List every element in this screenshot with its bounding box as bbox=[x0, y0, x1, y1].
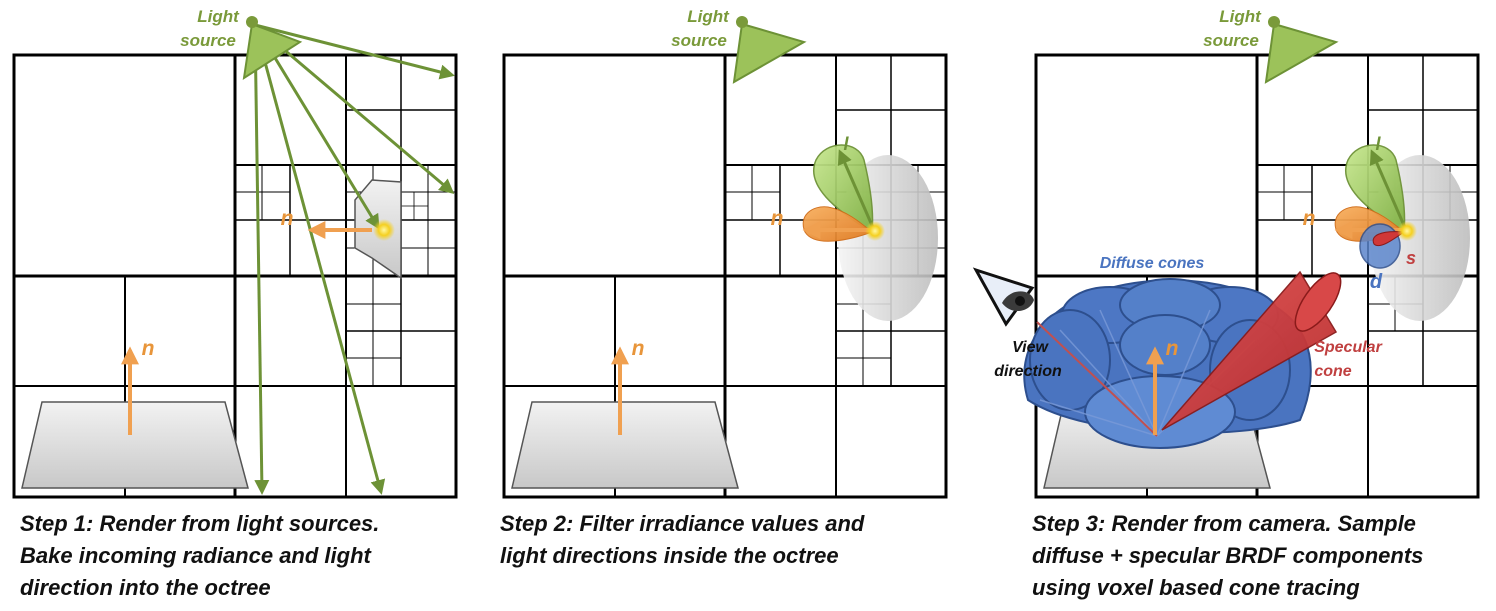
caption-step-1: Step 1: Render from light sources. Bake … bbox=[20, 508, 379, 604]
specular-cone-label-line1: Specular bbox=[1314, 339, 1382, 356]
glow-icon bbox=[1397, 221, 1417, 241]
view-direction-line bbox=[1036, 321, 1158, 437]
light-source-icon bbox=[242, 16, 303, 81]
light-lobe-label: l bbox=[1375, 134, 1381, 154]
caption-line: diffuse + specular BRDF components bbox=[1032, 543, 1424, 568]
light-source-label-line2: source bbox=[671, 31, 727, 50]
caption-line: direction into the octree bbox=[20, 575, 271, 600]
light-direction-lobe bbox=[1345, 144, 1406, 234]
light-source-label-line2: source bbox=[1203, 31, 1259, 50]
diffuse-lobe bbox=[1359, 223, 1401, 269]
diffuse-lobe-label: d bbox=[1370, 271, 1383, 293]
light-source-label-line1: Light bbox=[1219, 7, 1262, 26]
light-source-icon bbox=[1264, 16, 1339, 84]
view-direction-label-line2: direction bbox=[994, 363, 1062, 380]
glow-icon bbox=[865, 221, 885, 241]
specular-lobe-label: s bbox=[1406, 248, 1416, 268]
light-source-label-line2: source bbox=[180, 31, 236, 50]
caption-line: Step 1: Render from light sources. bbox=[20, 511, 380, 536]
specular-lobe bbox=[1372, 231, 1406, 246]
specular-cone-label-line2: cone bbox=[1314, 363, 1351, 380]
panel-2: l n Light source n bbox=[502, 7, 948, 499]
normal-lobe bbox=[802, 206, 873, 242]
wall-normal-label: n bbox=[281, 207, 294, 230]
floor-surface bbox=[511, 401, 739, 489]
panel-3: l n d s Light source bbox=[972, 7, 1480, 499]
caption-line: Step 3: Render from camera. Sample bbox=[1032, 511, 1416, 536]
wall-normal-label: n bbox=[1303, 207, 1316, 230]
wall-normal-label: n bbox=[771, 207, 784, 230]
caption-line: Step 2: Filter irradiance values and bbox=[500, 511, 865, 536]
caption-line: Bake incoming radiance and light bbox=[20, 543, 371, 568]
floor-normal-label: n bbox=[632, 337, 645, 360]
light-direction-arrow bbox=[1369, 149, 1408, 231]
panel-1: Light source n n bbox=[12, 7, 458, 499]
floor-normal-label: n bbox=[1166, 337, 1179, 360]
light-lobe-label: l bbox=[843, 134, 849, 154]
light-rays bbox=[253, 23, 455, 495]
diffuse-cones-label: Diffuse cones bbox=[1100, 255, 1205, 272]
light-direction-lobe bbox=[813, 144, 874, 234]
floor-normal-label: n bbox=[142, 337, 155, 360]
caption-step-2: Step 2: Filter irradiance values and lig… bbox=[500, 508, 864, 572]
light-source-label-line1: Light bbox=[197, 7, 240, 26]
floor-surface bbox=[21, 401, 249, 489]
caption-step-3: Step 3: Render from camera. Sample diffu… bbox=[1032, 508, 1423, 604]
light-direction-arrow bbox=[837, 149, 876, 231]
light-source-label-line1: Light bbox=[687, 7, 730, 26]
caption-line: using voxel based cone tracing bbox=[1032, 575, 1360, 600]
specular-cone-cap bbox=[1294, 272, 1342, 332]
light-source-icon bbox=[732, 16, 807, 84]
caption-line: light directions inside the octree bbox=[500, 543, 839, 568]
glow-icon bbox=[373, 219, 395, 241]
eye-icon bbox=[972, 267, 1035, 327]
view-direction-label-line1: View bbox=[1012, 339, 1049, 356]
